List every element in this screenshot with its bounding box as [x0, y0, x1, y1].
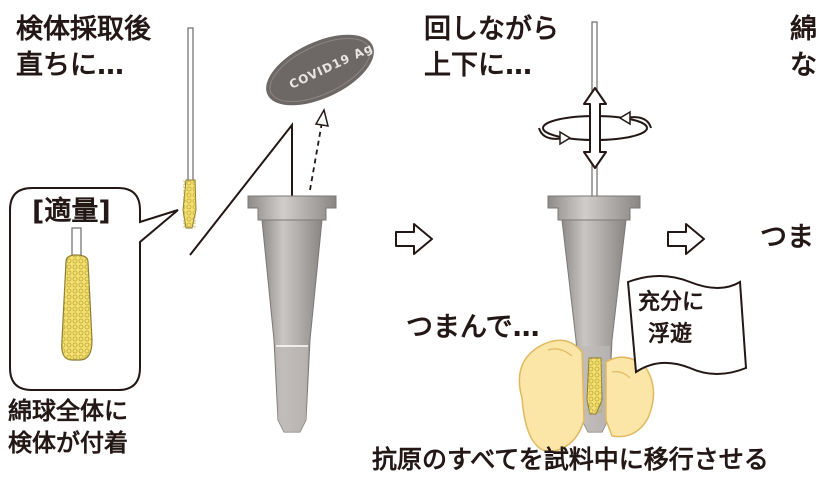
dashed-arrow: [309, 121, 323, 191]
next-arrow-icon-1: [395, 223, 433, 255]
step1-bottom-line2: 検体が付着: [8, 429, 128, 457]
callout-bubble: [9, 187, 179, 391]
step3-label-line1: 綿: [790, 14, 817, 45]
step3-pinch-label: つま: [760, 222, 814, 253]
step1-label-line2: 直ちに…: [16, 50, 124, 81]
seal-sticker: [266, 34, 374, 106]
step2-pinch-label: つまんで…: [406, 312, 540, 343]
step1-bottom-line1: 綿球全体に: [8, 397, 128, 425]
flag-line1: 充分に: [638, 290, 705, 315]
callout-title: [適量]: [32, 196, 111, 227]
rotate-updown-icon: [538, 87, 652, 169]
step1-label-line1: 検体採取後: [16, 14, 151, 45]
test-tube-step1: [247, 195, 337, 433]
step2-label-line2: 上下に…: [424, 50, 532, 81]
flag-box: [626, 275, 748, 375]
swab-stick-step1: [182, 27, 197, 229]
next-arrow-icon-2: [667, 223, 705, 255]
pinching-fingers: [518, 339, 655, 453]
caption: 抗原のすべてを試料中に移行させる: [372, 445, 769, 474]
flag-line2: 浮遊: [648, 322, 693, 347]
step3-label-line2: な: [790, 50, 817, 81]
step2-label-line1: 回しながら: [424, 14, 559, 45]
